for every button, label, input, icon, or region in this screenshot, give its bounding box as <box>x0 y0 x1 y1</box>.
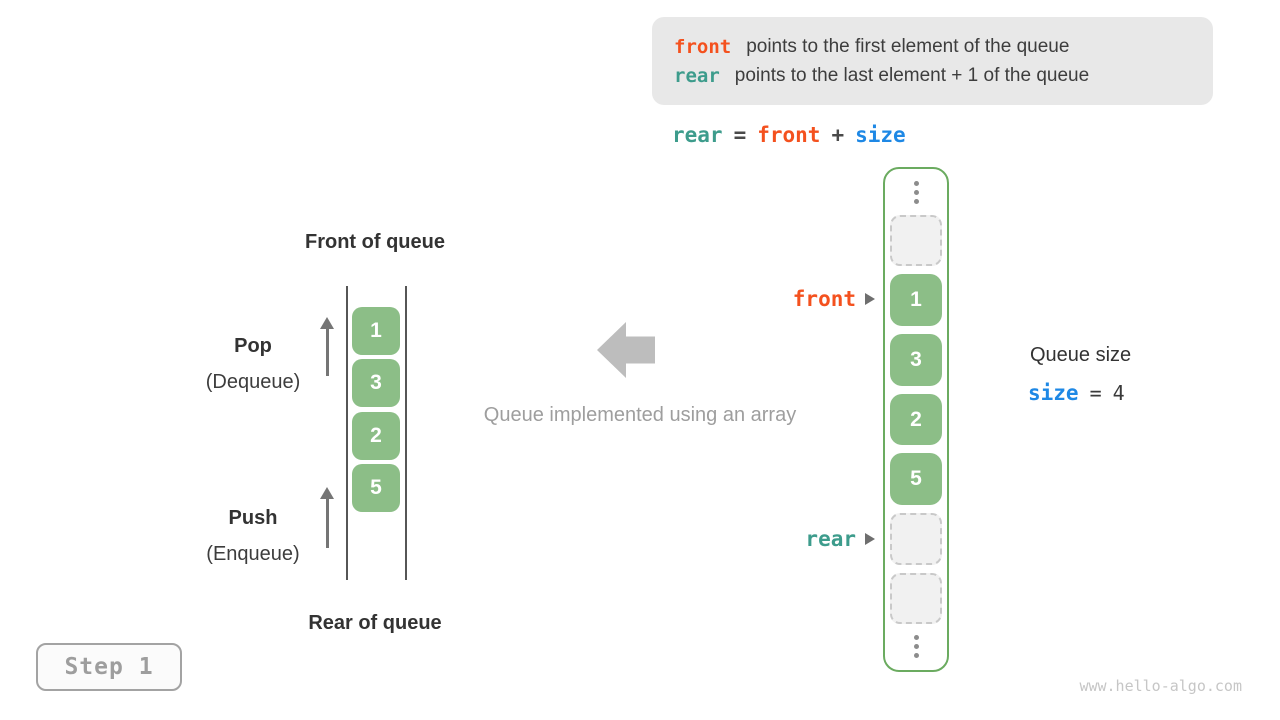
array-empty-cell <box>890 512 942 565</box>
dequeue-label: (Dequeue) <box>205 371 301 393</box>
right-arrowhead-icon <box>865 533 875 545</box>
array-empty-cell <box>890 572 942 625</box>
formula-equals: = <box>733 123 747 147</box>
rear-front-size-formula: rear = front + size <box>672 121 906 149</box>
push-arrow-icon <box>320 487 334 499</box>
front-code-term: front <box>674 35 732 58</box>
array-cell: 2 <box>890 393 942 446</box>
formula-size: size <box>855 123 906 147</box>
push-label: Push <box>228 507 278 529</box>
diagram-caption: Queue implemented using an array <box>483 404 797 426</box>
pop-label: Pop <box>234 335 272 357</box>
rear-of-queue-label: Rear of queue <box>308 612 442 634</box>
queue-cell: 5 <box>352 464 400 512</box>
array-container: 1 3 2 5 <box>883 167 949 672</box>
array-cell: 5 <box>890 453 942 505</box>
enqueue-label: (Enqueue) <box>206 543 300 565</box>
queue-channel <box>346 286 407 580</box>
queue-cell: 3 <box>352 359 400 407</box>
step-badge: Step 1 <box>36 643 182 691</box>
queue-size-label: Queue size <box>1030 344 1132 366</box>
rear-definition-text: points to the last element + 1 of the qu… <box>734 64 1090 86</box>
size-value: 4 <box>1112 381 1125 405</box>
formula-plus: + <box>831 123 845 147</box>
array-empty-cell <box>890 214 942 267</box>
ellipsis-icon <box>913 632 919 660</box>
push-arrow-shaft <box>326 498 329 548</box>
front-definition-line: front points to the first element of the… <box>674 36 1213 58</box>
queue-cell: 1 <box>352 307 400 355</box>
front-pointer: front <box>700 286 875 312</box>
left-block-arrow-icon <box>597 322 655 378</box>
size-equals: = <box>1089 381 1102 405</box>
pop-arrow-icon <box>320 317 334 329</box>
ellipsis-icon <box>913 179 919 207</box>
watermark: www.hello-algo.com <box>1079 677 1242 695</box>
rear-definition-line: rear points to the last element + 1 of t… <box>674 65 1213 87</box>
queue-cell: 2 <box>352 412 400 460</box>
pointer-definitions-box: front points to the first element of the… <box>652 17 1213 105</box>
array-cell: 1 <box>890 274 942 327</box>
right-arrowhead-icon <box>865 293 875 305</box>
step-badge-label: Step 1 <box>64 654 154 680</box>
formula-front: front <box>757 123 821 147</box>
queue-size-value: size = 4 <box>1028 381 1125 405</box>
array-cell: 3 <box>890 334 942 386</box>
front-of-queue-label: Front of queue <box>305 231 445 253</box>
rear-pointer-label: rear <box>805 527 856 551</box>
rear-code-term: rear <box>674 64 720 87</box>
pop-arrow-shaft <box>326 328 329 376</box>
formula-rear: rear <box>672 123 723 147</box>
front-definition-text: points to the first element of the queue <box>746 35 1070 57</box>
front-pointer-label: front <box>792 287 856 311</box>
rear-pointer: rear <box>700 526 875 552</box>
size-code-term: size <box>1028 381 1079 405</box>
